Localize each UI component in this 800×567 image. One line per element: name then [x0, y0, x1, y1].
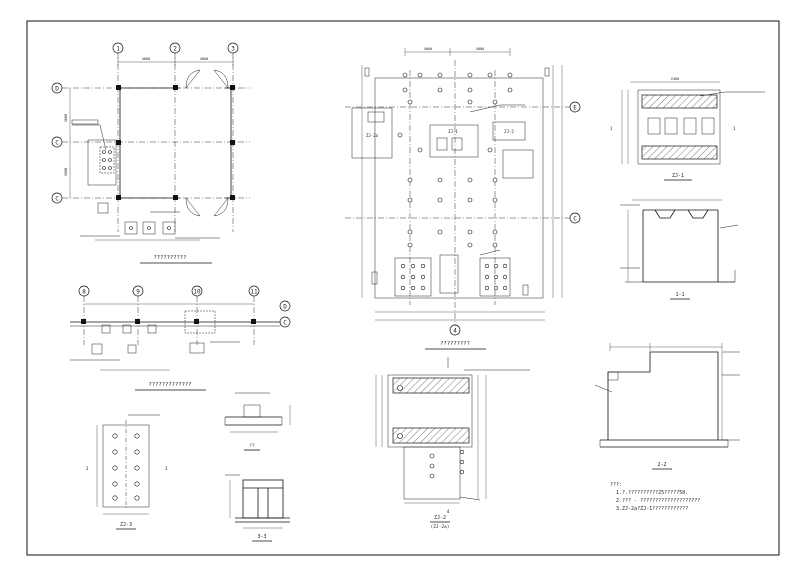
grid-label: 4 — [453, 328, 457, 335]
svg-text:ZJ-2a: ZJ-2a — [366, 133, 379, 138]
svg-text:ZJ-2: ZJ-2 — [504, 129, 514, 134]
svg-text:4: 4 — [447, 509, 450, 515]
grid-label: C — [55, 196, 59, 203]
svg-text:1: 1 — [610, 126, 613, 131]
section-3-3: 3-3 — [225, 474, 290, 542]
section-1-1: 1-1 — [620, 199, 739, 300]
svg-text:4000: 4000 — [476, 47, 484, 51]
grid-label: C — [573, 216, 577, 223]
plan-title: ????????????? — [148, 382, 191, 388]
zj3-plate: 3 3 ZJ-3 — [86, 414, 168, 530]
svg-text:D: D — [283, 304, 287, 311]
zj-section-top-right: 2400 1 1 ZJ-1 — [610, 77, 765, 181]
grid-label: D — [55, 86, 59, 93]
svg-text:1-1: 1-1 — [675, 292, 684, 298]
svg-text:ZJ-1: ZJ-1 — [448, 129, 458, 134]
section-2-2: 2-2 — [594, 343, 740, 470]
plan-title: ?????????? — [153, 255, 186, 261]
svg-text:(ZJ-2a): (ZJ-2a) — [431, 524, 450, 530]
svg-text:9: 9 — [136, 289, 140, 296]
general-notes: ???: 1.?.??????????25?????50. 2.??? - ??… — [610, 482, 700, 512]
grid-label: 3 — [231, 46, 235, 53]
center-foundation-plan: 4000 4000 E C 4 ZJ-2a ZJ-1 ZJ-2 — [345, 47, 581, 350]
svg-text:4000: 4000 — [424, 47, 432, 51]
svg-text:C: C — [283, 320, 287, 327]
grid-label: 1 — [116, 46, 120, 53]
svg-text:2400: 2400 — [671, 77, 679, 81]
small-detail: ?? — [224, 392, 291, 451]
svg-text:1: 1 — [733, 126, 736, 131]
grid-label: E — [573, 105, 577, 112]
svg-text:ZJ-3: ZJ-3 — [120, 522, 132, 528]
svg-text:3-3: 3-3 — [257, 534, 266, 540]
svg-text:3: 3 — [86, 466, 89, 471]
note-line: 2.??? - ???????????????????? — [616, 498, 700, 504]
note-line: 1.?.??????????25?????50. — [616, 490, 688, 496]
svg-text:ZJ-1: ZJ-1 — [672, 173, 684, 179]
grid-label: 2 — [173, 46, 177, 53]
zj2-plate: 4 ZJ-2 (ZJ-2a) — [375, 357, 530, 530]
svg-text:2-2: 2-2 — [657, 462, 666, 468]
svg-text:ZJ-2: ZJ-2 — [434, 515, 446, 521]
sheet-border — [26, 20, 780, 556]
svg-text:??: ?? — [249, 443, 255, 449]
svg-text:4000: 4000 — [200, 57, 208, 61]
svg-text:3600: 3600 — [64, 168, 68, 176]
svg-text:8: 8 — [82, 289, 86, 296]
svg-text:3600: 3600 — [64, 114, 68, 122]
beam-layout-plan: 8 9 10 11 D C ????????????? — [70, 285, 291, 391]
svg-text:3: 3 — [165, 466, 168, 471]
svg-text:11: 11 — [250, 289, 258, 296]
svg-text:10: 10 — [193, 289, 201, 296]
left-top-plan: 1 2 3 D C C 4000 4000 3600 3600 — [51, 42, 250, 264]
svg-text:4000: 4000 — [142, 57, 150, 61]
notes-heading: ???: — [610, 482, 622, 488]
plan-title: ????????? — [440, 341, 470, 347]
note-line: 3.ZJ-2a?ZJ-1???????????? — [616, 506, 688, 512]
grid-label: C — [55, 140, 59, 147]
